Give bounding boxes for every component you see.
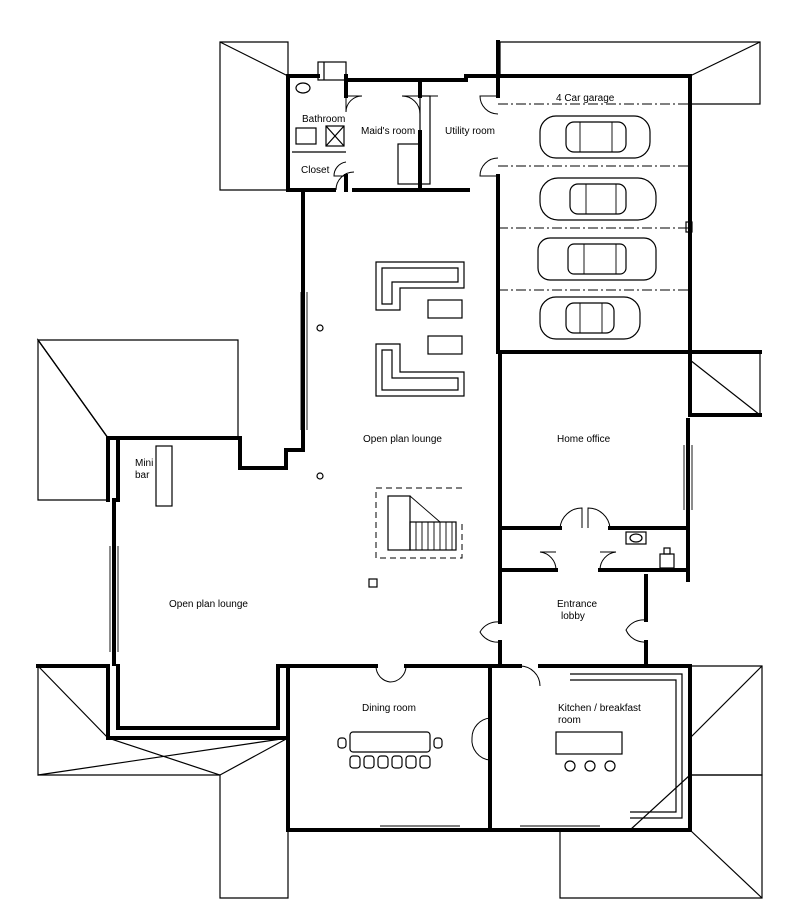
kitchen-fixtures (555, 673, 683, 819)
label-mini-bar-1: Mini (135, 458, 153, 469)
cars (537, 115, 657, 340)
staircase (375, 487, 463, 559)
label-kitchen-2: room (558, 715, 581, 726)
office-fixtures (625, 531, 675, 569)
label-bathroom: Bathroom (302, 114, 345, 125)
car-1 (539, 115, 651, 159)
label-kitchen-1: Kitchen / breakfast (558, 703, 641, 714)
label-entrance-1: Entrance (557, 599, 597, 610)
label-mini-bar-2: bar (135, 470, 150, 481)
dining-table (337, 731, 443, 769)
car-4 (539, 296, 641, 340)
mini-bar-counter (155, 445, 173, 507)
label-open-plan-lounge-left: Open plan lounge (169, 599, 248, 610)
walls (36, 40, 762, 832)
bathroom-fixtures (292, 61, 431, 185)
garage-bays (498, 103, 693, 291)
label-utility-room: Utility room (445, 126, 495, 137)
label-maids-room: Maid's room (361, 126, 415, 137)
car-3 (537, 237, 657, 281)
car-2 (539, 177, 657, 221)
label-dining-room: Dining room (362, 703, 416, 714)
label-closet: Closet (301, 165, 330, 176)
label-garage: 4 Car garage (556, 93, 615, 104)
label-home-office: Home office (557, 434, 611, 445)
label-entrance-2: lobby (561, 611, 585, 622)
windows (109, 292, 693, 827)
label-open-plan-lounge-center: Open plan lounge (363, 434, 442, 445)
doors (333, 95, 647, 761)
room-labels: Bathroom Closet Maid's room Utility room… (135, 93, 641, 726)
lounge-furniture (316, 261, 465, 588)
